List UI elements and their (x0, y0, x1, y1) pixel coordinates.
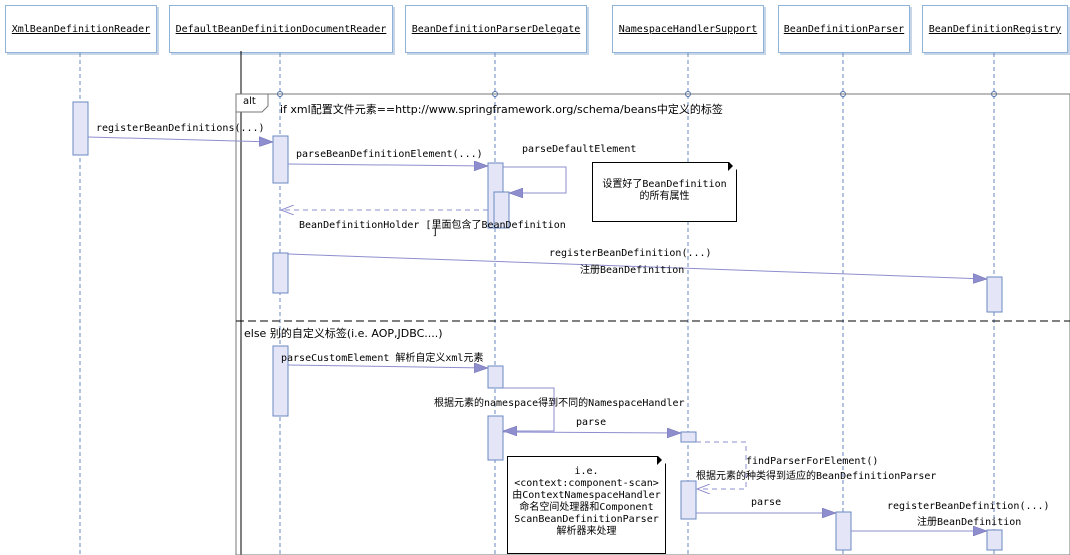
participant-label: BeanDefinitionParserDelegate (411, 23, 581, 35)
participant-doc-reader[interactable]: DefaultBeanDefinitionDocumentReader (169, 5, 393, 53)
activation-doc-reader-1 (272, 135, 289, 184)
message-get-namespace-handler-self (503, 387, 555, 431)
activation-bd-parser-1 (835, 511, 852, 551)
alt-frame (235, 93, 1070, 555)
participant-label: XmlBeanDefinitionReader (11, 23, 151, 35)
label-register-bean-definition-2b: 注册BeanDefinition (917, 517, 1022, 528)
label-get-namespace-handler: 根据元素的namespace得到不同的NamespaceHandler (434, 398, 685, 409)
label-parse-bean-definition-element: parseBeanDefinitionElement(...) (296, 149, 483, 160)
activation-doc-reader-2 (272, 252, 289, 294)
label-parse-1: parse (576, 417, 607, 428)
note-component-scan: i.e. <context:component-scan> 由ContextNa… (507, 456, 666, 554)
note-line: i.e. (574, 466, 599, 477)
activation-doc-reader-3 (272, 345, 289, 417)
activation-bd-registry-2 (986, 529, 1003, 551)
note-line: 命名空间处理器和Component (519, 502, 654, 513)
message-parse-bean-definition-element (287, 164, 487, 166)
message-parse-1 (502, 432, 680, 433)
label-return-bean-definition-holder: BeanDefinitionHolder [里面包含了BeanDefinitio… (299, 220, 566, 231)
activation-parser-delegate-3 (487, 415, 504, 461)
participant-label: BeanDefinitionParser (783, 23, 905, 35)
alt-frame-tag-box (235, 93, 269, 113)
participant-ns-handler-support[interactable]: NamespaceHandlerSupport (612, 5, 764, 53)
participant-label: DefaultBeanDefinitionDocumentReader (175, 23, 387, 35)
participant-bd-registry[interactable]: BeanDefinitionRegistry (922, 5, 1068, 53)
label-register-bean-definition-1: registerBeanDefinition(...) (549, 248, 712, 259)
label-parse-default-element: parseDefaultElement (522, 144, 637, 155)
activation-xml-reader (72, 101, 89, 156)
label-parse-custom-element: parseCustomElement 解析自定义xml元素 (281, 353, 484, 364)
alt-frame-tag: alt (243, 96, 256, 107)
activation-parser-delegate-2 (487, 365, 504, 389)
participant-label: NamespaceHandlerSupport (618, 23, 758, 35)
label-parse-2: parse (751, 497, 782, 508)
message-parse-default-element-self (503, 166, 567, 193)
message-register-bean-definition-1 (287, 253, 986, 279)
label-find-parser-for-element-2: 根据元素的种类得到适应的BeanDefinitionParser (696, 471, 937, 482)
alt-else-condition: else 别的自定义标签(i.e. AOP,JDBC....) (244, 327, 443, 340)
activation-parser-delegate-1b (493, 191, 510, 229)
label-register-bean-definition-2: registerBeanDefinition(...) (887, 501, 1050, 512)
note-line: 的所有属性 (639, 191, 690, 202)
alt-tag-text: alt (243, 96, 256, 107)
alt-if-condition: if xml配置文件元素==http://www.springframework… (280, 103, 723, 116)
participant-xml-reader[interactable]: XmlBeanDefinitionReader (5, 5, 157, 53)
participant-parser-delegate[interactable]: BeanDefinitionParserDelegate (405, 5, 587, 53)
message-register-bean-definitions (87, 136, 272, 142)
note-line: 由ContextNamespaceHandler (512, 490, 661, 501)
label-find-parser-for-element: findParserForElement() (746, 456, 879, 467)
activation-ns-handler-support-1 (680, 431, 697, 443)
note-line: 设置好了BeanDefinition (602, 179, 727, 190)
label-register-bean-definitions: registerBeanDefinitions(...) (96, 123, 265, 134)
label-register-bean-definition-1b: 注册BeanDefinition (580, 265, 685, 276)
note-line: ScanBeanDefinitionParser (514, 514, 659, 525)
activation-ns-handler-support-2 (680, 480, 697, 520)
note-line: <context:component-scan> (514, 478, 659, 489)
message-parse-custom-element (287, 365, 487, 368)
participant-bd-parser[interactable]: BeanDefinitionParser (778, 5, 910, 53)
note-line: 解析器来处理 (556, 526, 617, 537)
activation-bd-registry-1 (986, 276, 1003, 313)
note-bean-definition-properties: 设置好了BeanDefinition 的所有属性 (592, 162, 737, 222)
message-find-parser-for-element-self (696, 441, 747, 489)
participant-label: BeanDefinitionRegistry (928, 23, 1062, 35)
label-return-bean-definition-holder-2: ] (432, 227, 439, 238)
